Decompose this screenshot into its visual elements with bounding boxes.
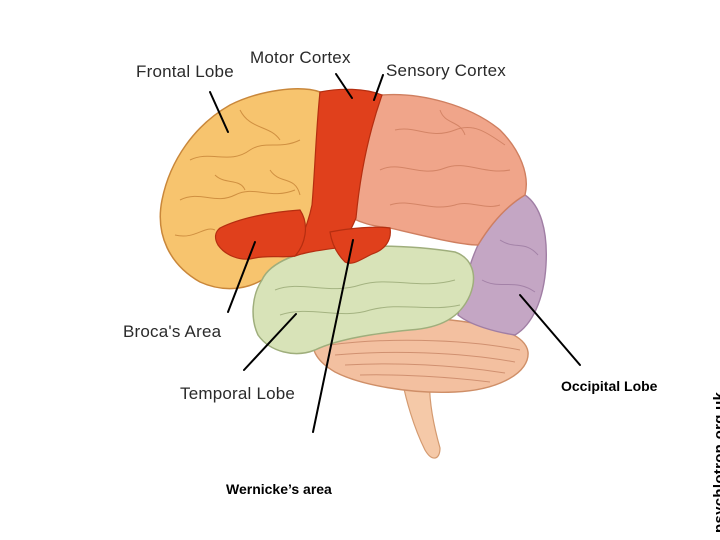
occipital-gyri: [481, 239, 539, 293]
motor-cortex-pointer: [335, 73, 353, 99]
sensory-cortex-label: Sensory Cortex: [386, 61, 506, 80]
wernickes-area-label: Wernicke’s area: [226, 481, 332, 497]
frontal-lobe-label: Frontal Lobe: [136, 62, 234, 81]
sensory-gyri: [379, 109, 511, 208]
wernickes-area-region: [329, 226, 391, 264]
occipital-lobe-label: Occipital Lobe: [561, 378, 658, 394]
temporal-lobe-label: Temporal Lobe: [180, 384, 296, 403]
brocas-area-region: [214, 209, 307, 260]
wernickes-area-pointer: [312, 239, 354, 433]
motor-cortex-label: Motor Cortex: [250, 48, 351, 67]
brocas-area-pointer: [227, 241, 256, 313]
cerebellum-folds: [329, 339, 521, 383]
source-credit: psychlotron.org.uk: [711, 391, 720, 533]
brocas-area-label: Broca's Area: [123, 322, 222, 341]
sensory-cortex-pointer: [373, 74, 384, 101]
frontal-lobe-pointer: [209, 91, 229, 133]
temporal-lobe-pointer: [243, 313, 297, 371]
temporal-gyri: [274, 279, 461, 316]
frontal-gyri: [174, 109, 301, 237]
occipital-lobe-pointer: [519, 294, 581, 366]
